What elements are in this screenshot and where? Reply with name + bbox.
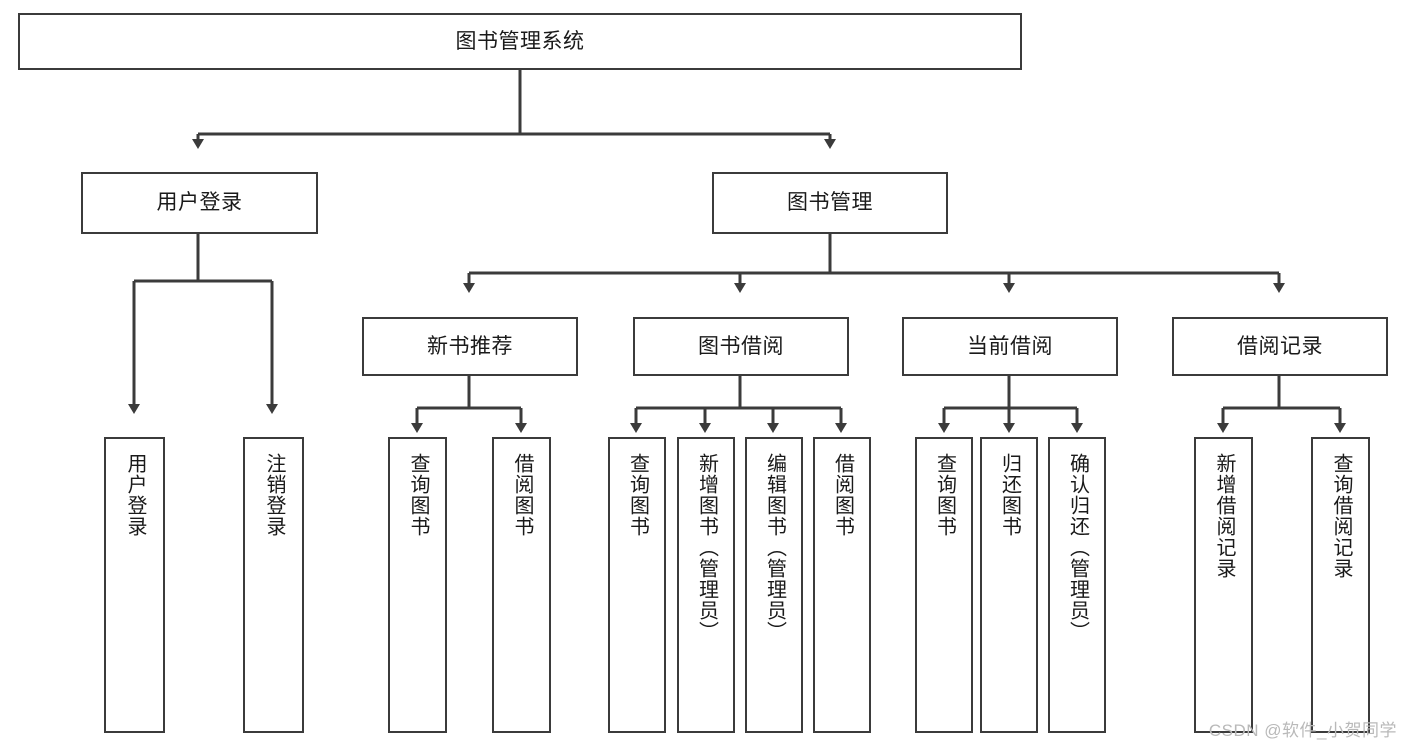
- node-leaf-confirm-return[interactable]: 确认归还（管理员）: [1048, 437, 1106, 733]
- node-leaf-user-login-label: 用户登录: [124, 453, 146, 537]
- node-leaf-user-logout[interactable]: 注销登录: [243, 437, 304, 733]
- node-leaf-query-book-2-label: 查询图书: [626, 453, 649, 537]
- node-current-borrow-label: 当前借阅: [967, 334, 1053, 358]
- node-leaf-borrow-book-2-label: 借阅图书: [831, 453, 854, 537]
- node-book-borrow[interactable]: 图书借阅: [633, 317, 849, 376]
- node-leaf-query-book-3-label: 查询图书: [933, 453, 956, 537]
- node-borrow-record[interactable]: 借阅记录: [1172, 317, 1388, 376]
- node-book-borrow-label: 图书借阅: [698, 334, 784, 358]
- node-borrow-record-label: 借阅记录: [1237, 334, 1323, 358]
- node-leaf-query-book-3[interactable]: 查询图书: [915, 437, 973, 733]
- node-leaf-user-login[interactable]: 用户登录: [104, 437, 165, 733]
- node-new-book-rec-label: 新书推荐: [427, 334, 513, 358]
- node-leaf-borrow-book-2[interactable]: 借阅图书: [813, 437, 871, 733]
- node-book-manage[interactable]: 图书管理: [712, 172, 948, 234]
- node-leaf-add-record-label: 新增借阅记录: [1213, 453, 1235, 579]
- node-book-manage-label: 图书管理: [787, 191, 873, 215]
- node-leaf-query-book-2[interactable]: 查询图书: [608, 437, 666, 733]
- node-leaf-edit-book[interactable]: 编辑图书（管理员）: [745, 437, 803, 733]
- node-leaf-add-record[interactable]: 新增借阅记录: [1194, 437, 1253, 733]
- node-leaf-query-book-1-label: 查询图书: [407, 453, 429, 537]
- node-leaf-add-book-label: 新增图书（管理员）: [695, 453, 718, 642]
- node-leaf-borrow-book-1[interactable]: 借阅图书: [492, 437, 551, 733]
- node-leaf-confirm-return-label: 确认归还（管理员）: [1066, 453, 1089, 642]
- node-leaf-return-book[interactable]: 归还图书: [980, 437, 1038, 733]
- node-leaf-add-book[interactable]: 新增图书（管理员）: [677, 437, 735, 733]
- node-leaf-query-book-1[interactable]: 查询图书: [388, 437, 447, 733]
- watermark-text: CSDN @软件_小贺同学: [1208, 721, 1397, 740]
- node-leaf-return-book-label: 归还图书: [998, 453, 1021, 537]
- node-root-label: 图书管理系统: [455, 29, 585, 53]
- node-root[interactable]: 图书管理系统: [18, 13, 1022, 70]
- node-leaf-borrow-book-1-label: 借阅图书: [511, 453, 533, 537]
- node-user-login[interactable]: 用户登录: [81, 172, 318, 234]
- node-user-login-label: 用户登录: [156, 191, 243, 215]
- node-current-borrow[interactable]: 当前借阅: [902, 317, 1118, 376]
- node-new-book-rec[interactable]: 新书推荐: [362, 317, 578, 376]
- node-leaf-query-record-label: 查询借阅记录: [1330, 453, 1352, 579]
- node-leaf-user-logout-label: 注销登录: [263, 453, 285, 537]
- node-leaf-query-record[interactable]: 查询借阅记录: [1311, 437, 1370, 733]
- node-leaf-edit-book-label: 编辑图书（管理员）: [763, 453, 786, 642]
